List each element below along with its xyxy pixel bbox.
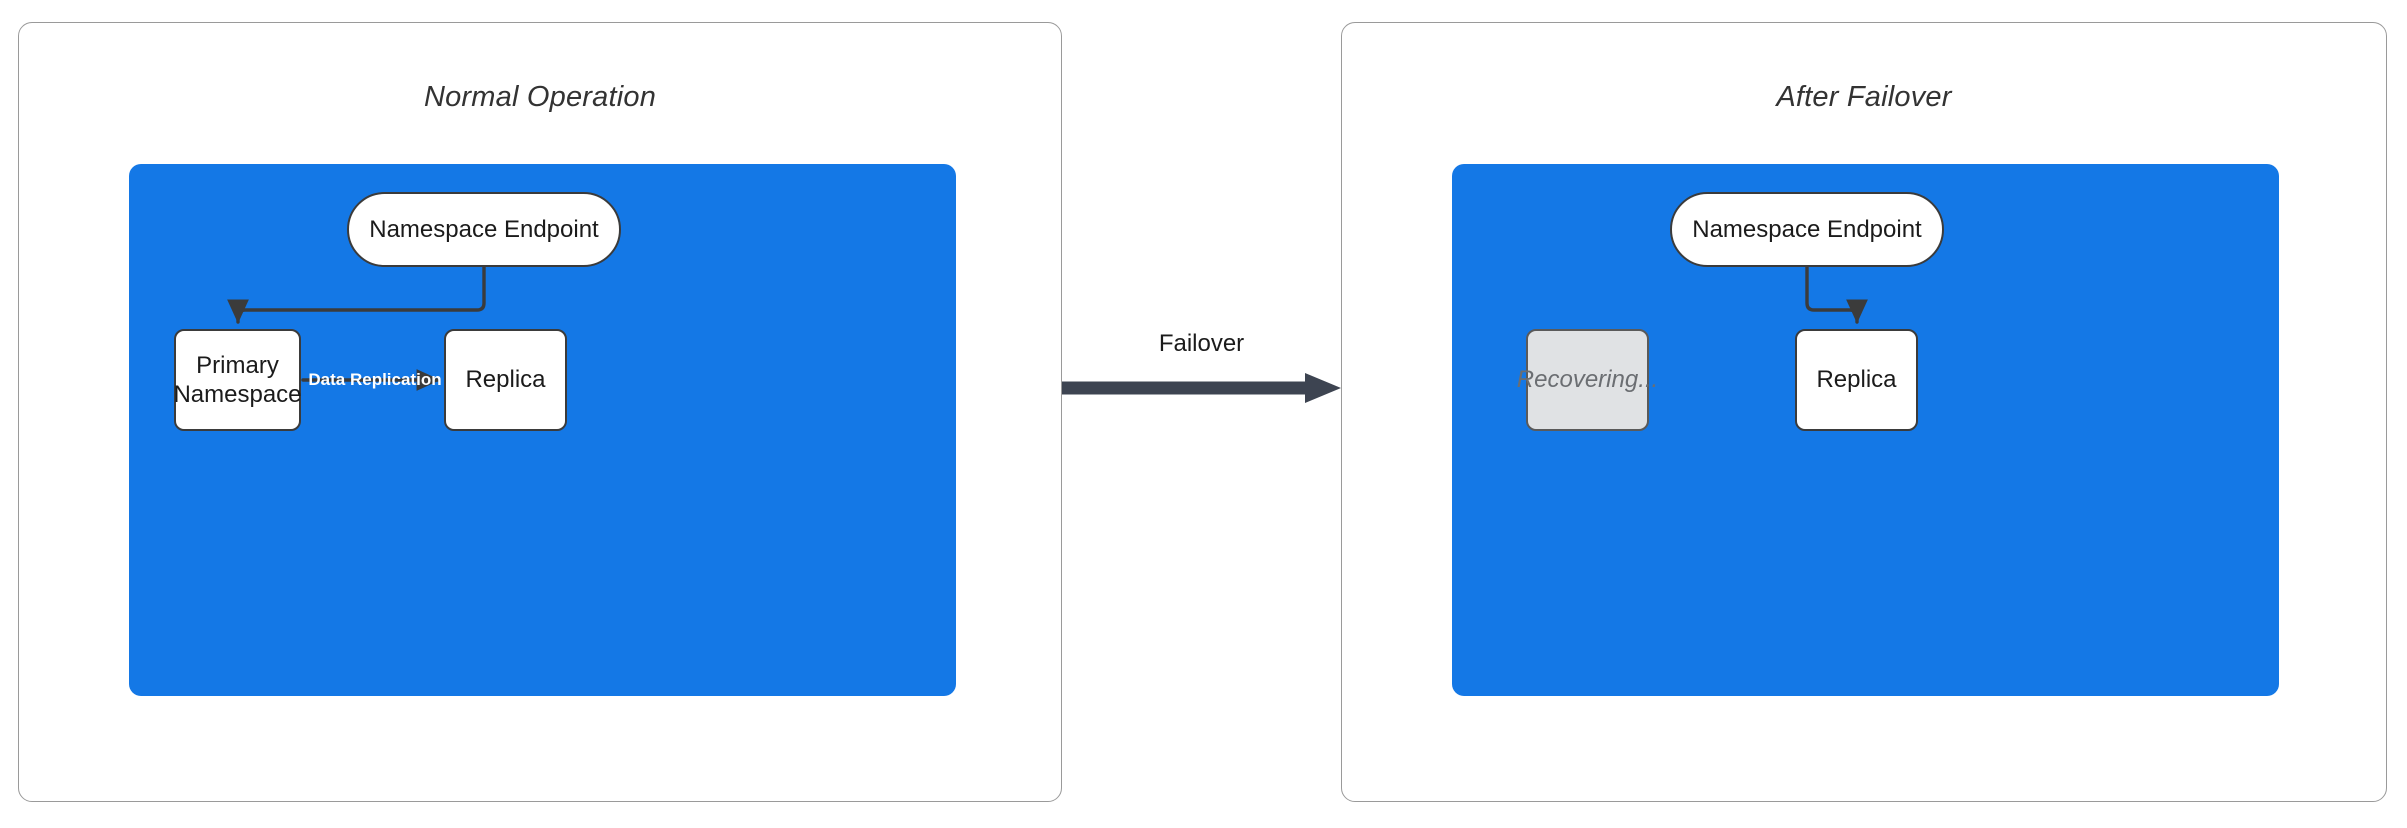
- node-namespace-endpoint-normal[interactable]: Namespace Endpoint: [347, 192, 621, 267]
- failover-arrow-icon: [1062, 373, 1341, 403]
- panel-title-after-failover: After Failover: [1776, 81, 1952, 113]
- panel-after-failover: After Failover Namespace Endpoint Recove…: [1341, 22, 2387, 802]
- blue-region-failover: Namespace Endpoint Recovering... Replica: [1452, 164, 2279, 696]
- node-primary-namespace-label: Primary Namespace: [173, 351, 301, 410]
- connector-layer-normal: [227, 265, 486, 391]
- edge-endpoint-to-replica: [1805, 265, 1868, 324]
- node-primary-line2: Namespace: [173, 381, 302, 408]
- node-replica-normal[interactable]: Replica: [444, 329, 567, 431]
- node-namespace-endpoint-failover[interactable]: Namespace Endpoint: [1670, 192, 1944, 267]
- node-primary-line1: Primary: [196, 351, 279, 379]
- panel-normal-operation: Normal Operation Namespace Endpoint: [18, 22, 1062, 802]
- connector-layer-failover: [1805, 265, 1868, 324]
- node-primary-namespace[interactable]: Primary Namespace: [173, 329, 302, 431]
- blue-region-normal: Namespace Endpoint Primary Namespace Rep…: [129, 164, 956, 696]
- node-replica-failover[interactable]: Replica: [1795, 329, 1918, 431]
- edge-label-data-replication: Data Replication: [308, 370, 442, 389]
- edge-endpoint-to-primary: [227, 265, 486, 324]
- failover-transition-label: Failover: [1158, 330, 1245, 357]
- node-recovering[interactable]: Recovering...: [1517, 329, 1658, 431]
- panel-title-normal-operation: Normal Operation: [423, 81, 657, 113]
- failover-transition: Failover: [1062, 330, 1341, 450]
